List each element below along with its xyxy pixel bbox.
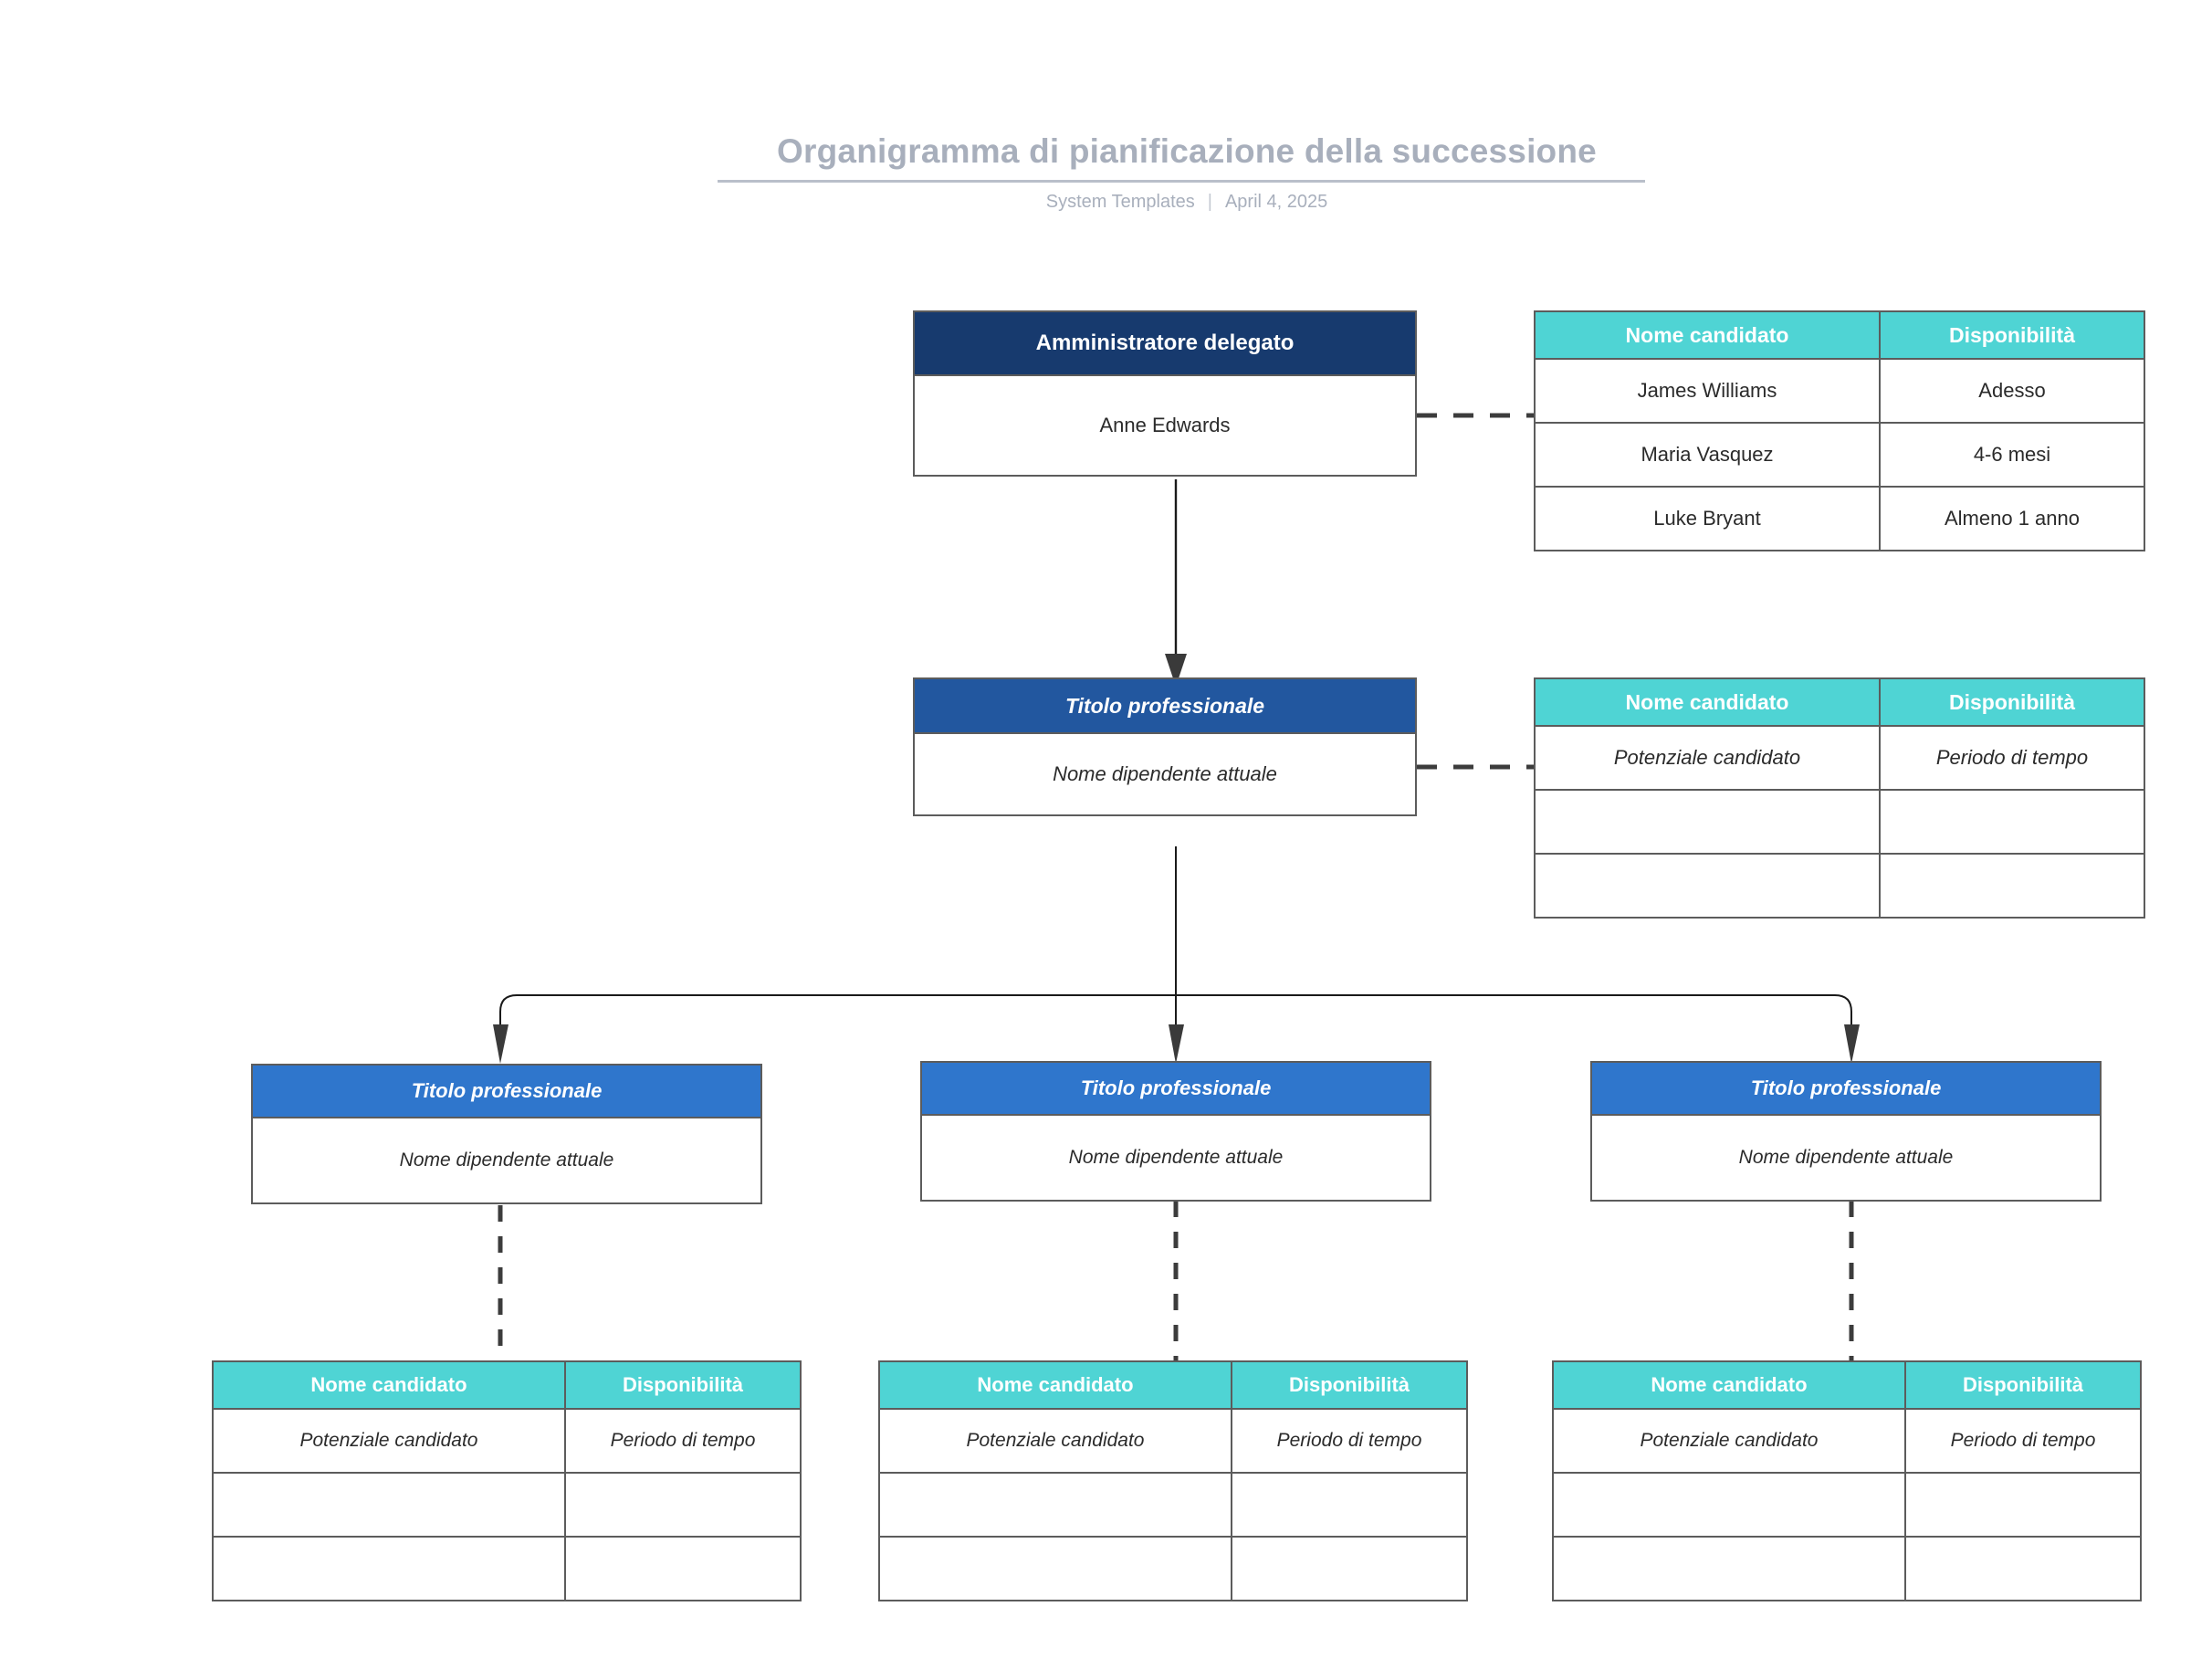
cell-candidate-name	[1552, 1536, 1906, 1601]
connector-ceo-to-level2	[1165, 479, 1187, 687]
table-row[interactable]	[212, 1536, 802, 1601]
table-row[interactable]: Luke Bryant Almeno 1 anno	[1534, 486, 2145, 551]
node-level3-1[interactable]: Titolo professionale Nome dipendente att…	[251, 1064, 762, 1204]
table-ceo-candidates[interactable]: Nome candidato Disponibilità James Willi…	[1534, 310, 2145, 551]
column-header-availability: Disponibilità	[1904, 1360, 2142, 1410]
table-row[interactable]	[1552, 1536, 2142, 1601]
table-header-row: Nome candidato Disponibilità	[212, 1360, 802, 1410]
column-header-name: Nome candidato	[1534, 677, 1881, 727]
cell-candidate-name	[212, 1472, 566, 1538]
node-ceo-employee: Anne Edwards	[1099, 414, 1231, 436]
table-level2-candidates[interactable]: Nome candidato Disponibilità Potenziale …	[1534, 677, 2145, 919]
node-level3-2-employee: Nome dipendente attuale	[1068, 1147, 1284, 1168]
cell-availability	[1904, 1536, 2142, 1601]
column-header-name: Nome candidato	[212, 1360, 566, 1410]
cell-candidate-name	[1534, 789, 1881, 855]
node-level3-2-title: Titolo professionale	[922, 1063, 1430, 1116]
table-level3-3-candidates[interactable]: Nome candidato Disponibilità Potenziale …	[1552, 1360, 2142, 1601]
cell-candidate-name: Maria Vasquez	[1534, 422, 1881, 488]
cell-availability	[1231, 1536, 1468, 1601]
cell-candidate-name: Luke Bryant	[1534, 486, 1881, 551]
cell-availability: Periodo di tempo	[564, 1408, 802, 1474]
title-divider	[718, 180, 1645, 183]
subtitle-separator: |	[1207, 192, 1212, 212]
cell-candidate-name	[212, 1536, 566, 1601]
table-header-row: Nome candidato Disponibilità	[1534, 310, 2145, 360]
table-row[interactable]: Potenziale candidato Periodo di tempo	[1534, 725, 2145, 791]
cell-candidate-name: Potenziale candidato	[1534, 725, 1881, 791]
node-level3-3-employee: Nome dipendente attuale	[1738, 1147, 1954, 1168]
table-row[interactable]	[1552, 1472, 2142, 1538]
node-level3-3-title: Titolo professionale	[1592, 1063, 2100, 1116]
cell-availability	[1879, 853, 2145, 919]
column-header-availability: Disponibilità	[1879, 677, 2145, 727]
subtitle-author: System Templates	[1045, 192, 1195, 212]
node-level3-3[interactable]: Titolo professionale Nome dipendente att…	[1590, 1061, 2102, 1202]
column-header-name: Nome candidato	[1534, 310, 1881, 360]
cell-availability: Periodo di tempo	[1904, 1408, 2142, 1474]
table-row[interactable]	[878, 1536, 1468, 1601]
cell-candidate-name: Potenziale candidato	[878, 1408, 1232, 1474]
cell-availability: Periodo di tempo	[1879, 725, 2145, 791]
table-level3-1-candidates[interactable]: Nome candidato Disponibilità Potenziale …	[212, 1360, 802, 1601]
table-row[interactable]	[878, 1472, 1468, 1538]
node-ceo-title: Amministratore delegato	[915, 312, 1415, 376]
table-row[interactable]: Potenziale candidato Periodo di tempo	[1552, 1408, 2142, 1474]
cell-availability: Almeno 1 anno	[1879, 486, 2145, 551]
node-level3-1-title: Titolo professionale	[253, 1066, 760, 1118]
column-header-availability: Disponibilità	[1231, 1360, 1468, 1410]
table-row[interactable]	[212, 1472, 802, 1538]
page-title: Organigramma di pianificazione della suc…	[777, 132, 1597, 170]
table-row[interactable]: James Williams Adesso	[1534, 358, 2145, 424]
connector-arrowheads-children	[493, 1024, 1860, 1064]
table-row[interactable]: Potenziale candidato Periodo di tempo	[878, 1408, 1468, 1474]
table-row[interactable]: Potenziale candidato Periodo di tempo	[212, 1408, 802, 1474]
cell-availability: Adesso	[1879, 358, 2145, 424]
cell-availability	[1904, 1472, 2142, 1538]
table-header-row: Nome candidato Disponibilità	[1552, 1360, 2142, 1410]
column-header-availability: Disponibilità	[564, 1360, 802, 1410]
cell-candidate-name: James Williams	[1534, 358, 1881, 424]
column-header-name: Nome candidato	[1552, 1360, 1906, 1410]
node-ceo[interactable]: Amministratore delegato Anne Edwards	[913, 310, 1417, 477]
column-header-availability: Disponibilità	[1879, 310, 2145, 360]
table-row[interactable]	[1534, 853, 2145, 919]
cell-availability	[564, 1472, 802, 1538]
node-level3-1-employee: Nome dipendente attuale	[399, 1150, 614, 1171]
cell-candidate-name: Potenziale candidato	[1552, 1408, 1906, 1474]
table-header-row: Nome candidato Disponibilità	[878, 1360, 1468, 1410]
cell-candidate-name	[878, 1472, 1232, 1538]
node-level2-employee: Nome dipendente attuale	[1053, 762, 1277, 785]
cell-availability: Periodo di tempo	[1231, 1408, 1468, 1474]
table-level3-2-candidates[interactable]: Nome candidato Disponibilità Potenziale …	[878, 1360, 1468, 1601]
column-header-name: Nome candidato	[878, 1360, 1232, 1410]
subtitle-date: April 4, 2025	[1224, 192, 1328, 212]
cell-availability	[564, 1536, 802, 1601]
node-level2-title: Titolo professionale	[915, 679, 1415, 734]
cell-candidate-name	[878, 1536, 1232, 1601]
table-row[interactable]: Maria Vasquez 4-6 mesi	[1534, 422, 2145, 488]
node-level2[interactable]: Titolo professionale Nome dipendente att…	[913, 677, 1417, 816]
cell-availability	[1879, 789, 2145, 855]
cell-candidate-name: Potenziale candidato	[212, 1408, 566, 1474]
table-row[interactable]	[1534, 789, 2145, 855]
cell-availability: 4-6 mesi	[1879, 422, 2145, 488]
page-subtitle: System Templates | April 4, 2025	[639, 192, 1735, 213]
cell-candidate-name	[1534, 853, 1881, 919]
cell-candidate-name	[1552, 1472, 1906, 1538]
cell-availability	[1231, 1472, 1468, 1538]
node-level3-2[interactable]: Titolo professionale Nome dipendente att…	[920, 1061, 1431, 1202]
table-header-row: Nome candidato Disponibilità	[1534, 677, 2145, 727]
